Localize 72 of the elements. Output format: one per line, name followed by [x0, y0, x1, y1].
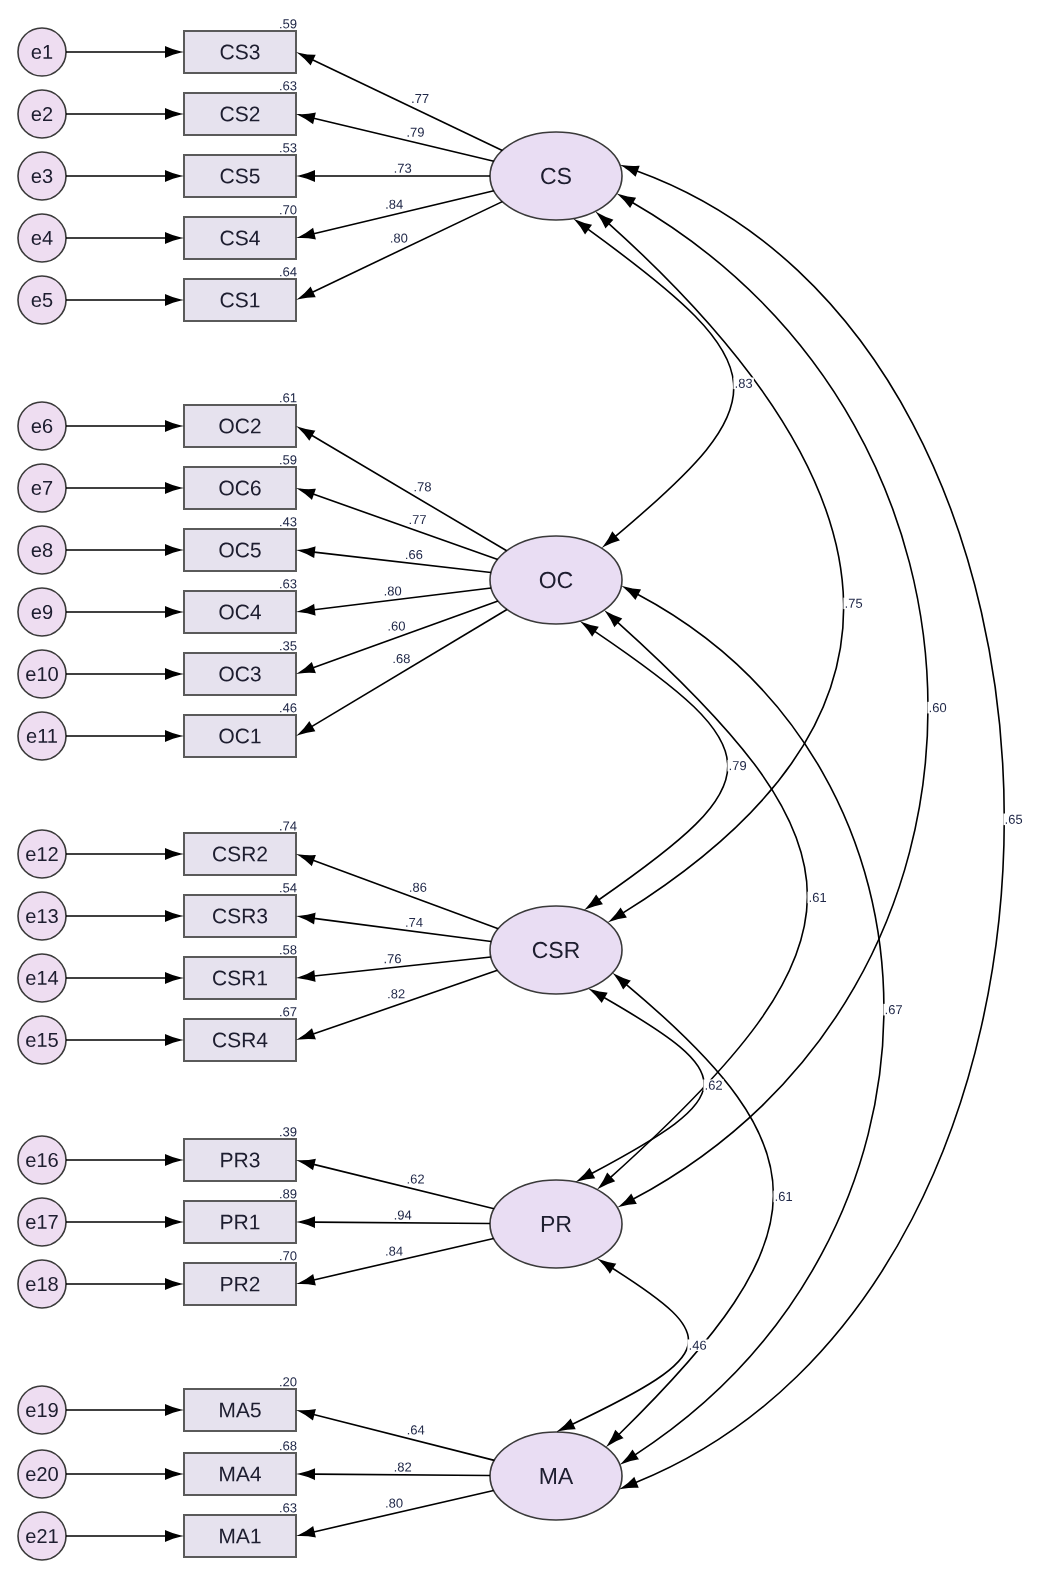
arrow [65, 1404, 181, 1416]
arrow [299, 170, 491, 182]
indicator-box: PR3 [183, 1138, 297, 1182]
indicator-box: CS1 [183, 278, 297, 322]
arrow [65, 730, 181, 742]
curved-arrow [558, 1259, 689, 1432]
arrow [65, 1278, 181, 1290]
arrow [299, 587, 492, 616]
indicator-box: CS5 [183, 154, 297, 198]
arrow [299, 1468, 491, 1480]
indicator-box: OC4 [183, 590, 297, 634]
arrow [65, 1154, 181, 1166]
indicator-box: MA5 [183, 1388, 297, 1432]
arrow [65, 972, 181, 984]
indicator-box: MA4 [183, 1452, 297, 1496]
curved-arrow [607, 974, 775, 1446]
arrow [299, 1216, 491, 1228]
curved-arrow [575, 220, 735, 547]
arrow [65, 170, 181, 182]
indicator-box: CS4 [183, 216, 297, 260]
indicator-box: OC1 [183, 714, 297, 758]
arrow [65, 482, 181, 494]
arrow [298, 854, 500, 930]
arrow [298, 112, 495, 162]
arrow [298, 488, 499, 561]
arrow [65, 848, 181, 860]
arrow [298, 1409, 496, 1462]
arrow [65, 910, 181, 922]
indicator-box: CSR3 [183, 894, 297, 938]
curved-arrow [619, 194, 929, 1207]
indicator-box: CSR4 [183, 1018, 297, 1062]
arrow [298, 600, 499, 674]
indicator-box: OC6 [183, 466, 297, 510]
curved-arrow [597, 213, 845, 922]
indicator-box: MA1 [183, 1514, 297, 1558]
indicator-box: PR1 [183, 1200, 297, 1244]
arrow [65, 1530, 181, 1542]
arrow [65, 232, 181, 244]
arrow [298, 200, 504, 300]
curved-arrow [599, 611, 809, 1188]
indicator-box: CS3 [183, 30, 297, 74]
arrow [65, 1034, 181, 1046]
arrow [299, 546, 492, 574]
arrow [298, 1237, 495, 1286]
arrow [65, 606, 181, 618]
curved-arrow [622, 586, 885, 1464]
arrow [298, 1159, 495, 1210]
arrow [65, 668, 181, 680]
arrow [298, 427, 508, 552]
arrow [298, 608, 508, 735]
indicator-box: OC2 [183, 404, 297, 448]
arrow [65, 46, 181, 58]
arrow [298, 969, 499, 1040]
arrow [65, 420, 181, 432]
indicator-box: CSR2 [183, 832, 297, 876]
curved-arrow [582, 622, 729, 909]
curved-arrow [578, 989, 705, 1181]
arrow [65, 108, 181, 120]
indicator-box: CSR1 [183, 956, 297, 1000]
arrow [65, 1216, 181, 1228]
arrow [298, 52, 504, 152]
indicator-box: PR2 [183, 1262, 297, 1306]
arrow [65, 544, 181, 556]
arrow [65, 1468, 181, 1480]
arrow [65, 294, 181, 306]
indicator-box: OC3 [183, 652, 297, 696]
arrow [298, 190, 495, 240]
indicator-box: OC5 [183, 528, 297, 572]
arrow [298, 1489, 495, 1538]
arrow [299, 912, 493, 943]
indicator-box: CS2 [183, 92, 297, 136]
arrow [299, 956, 492, 982]
